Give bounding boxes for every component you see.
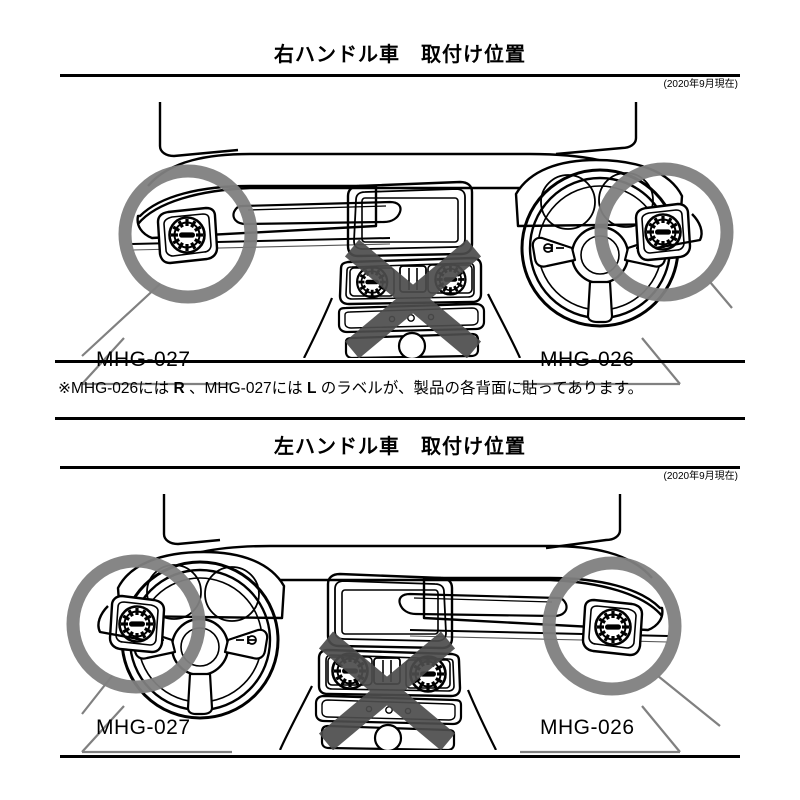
note-suffix: のラベルが、製品の各背面に貼ってあります。 bbox=[316, 380, 644, 397]
note-label-r: R bbox=[173, 380, 185, 397]
title-rule-rhd bbox=[60, 74, 740, 77]
label-note-text: ※MHG-026には R 、MHG-027には L のラベルが、製品の各背面に貼… bbox=[58, 374, 748, 404]
note-label-l: L bbox=[307, 380, 317, 397]
dashboard-diagram-lhd bbox=[60, 490, 740, 750]
callout-label-mhg027-lhd: MHG-027 bbox=[96, 716, 191, 739]
section-right-hand-drive: 右ハンドル車 取付け位置 (2020年9月現在) bbox=[0, 40, 800, 400]
note-rule-top bbox=[55, 360, 745, 363]
bottom-rule bbox=[60, 755, 740, 758]
note-prefix: ※MHG-026には bbox=[58, 380, 174, 397]
dashboard-diagram-rhd bbox=[60, 98, 740, 358]
note-middle: 、MHG-027には bbox=[184, 380, 307, 397]
section-title-rhd: 右ハンドル車 取付け位置 bbox=[274, 44, 526, 66]
note-rule-bottom bbox=[55, 417, 745, 420]
date-note-lhd: (2020年9月現在) bbox=[663, 471, 738, 482]
callout-label-mhg026-rhd: MHG-026 bbox=[540, 348, 635, 372]
callout-label-mhg026-lhd: MHG-026 bbox=[540, 716, 635, 739]
callout-lines-lhd bbox=[81, 705, 681, 754]
label-note-row: ※MHG-026には R 、MHG-027には L のラベルが、製品の各背面に貼… bbox=[0, 360, 800, 420]
callout-label-mhg027-rhd: MHG-027 bbox=[96, 348, 191, 372]
section-title-lhd: 左ハンドル車 取付け位置 bbox=[274, 436, 526, 458]
title-rule-lhd bbox=[60, 466, 740, 469]
section-left-hand-drive: 左ハンドル車 取付け位置 (2020年9月現在) bbox=[0, 432, 800, 762]
date-note-rhd: (2020年9月現在) bbox=[663, 79, 738, 90]
